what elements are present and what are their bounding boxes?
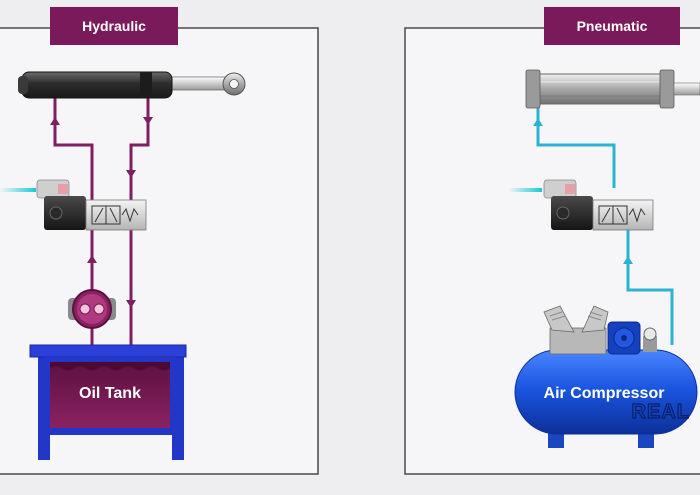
pneumatic-signal-beam <box>508 188 542 192</box>
hydraulic-title-badge <box>50 7 178 45</box>
air-compressor: Air Compressor REAL <box>514 305 698 448</box>
tank-lid <box>29 344 187 358</box>
flow-arrow-down-icon <box>126 300 136 308</box>
compressor-pump-head-icon <box>543 305 609 355</box>
oil-tank: Oil Tank <box>29 344 187 460</box>
flow-arrow-up-icon <box>623 256 633 264</box>
flow-arrow-down-icon <box>126 170 136 178</box>
tank-oil <box>50 362 170 428</box>
air-compressor-label: Air Compressor <box>544 385 665 402</box>
compressor-foot-right <box>638 432 654 448</box>
oil-surface <box>50 362 170 370</box>
pneumatic-title-badge <box>544 7 680 45</box>
pneumatic-flow-arrows <box>533 118 633 264</box>
pressure-gauge-icon <box>643 327 657 352</box>
oil-tank-label: Oil Tank <box>79 385 141 402</box>
solenoid-valve-icon <box>36 179 147 231</box>
hydraulic-cylinder-icon <box>18 71 246 99</box>
flow-arrow-up-icon <box>533 118 543 126</box>
flow-arrow-down-icon <box>143 117 153 125</box>
compressor-motor-icon <box>607 321 641 355</box>
pneumatic-title: Pneumatic <box>577 18 648 34</box>
flow-arrow-up-icon <box>50 117 60 125</box>
hydraulic-panel: Hydraulic <box>0 7 319 475</box>
watermark-logo: REAL <box>632 401 690 423</box>
flow-arrow-up-icon <box>87 255 97 263</box>
hydraulic-title: Hydraulic <box>82 18 146 34</box>
hydraulic-flow-arrows <box>50 117 153 308</box>
pump-icon <box>68 289 116 329</box>
pneumatic-cylinder-icon <box>525 69 700 109</box>
compressor-foot-left <box>548 432 564 448</box>
pneumatic-panel: Pneumatic <box>404 7 700 475</box>
hydraulic-signal-beam <box>0 188 36 192</box>
solenoid-valve-icon <box>543 179 654 231</box>
